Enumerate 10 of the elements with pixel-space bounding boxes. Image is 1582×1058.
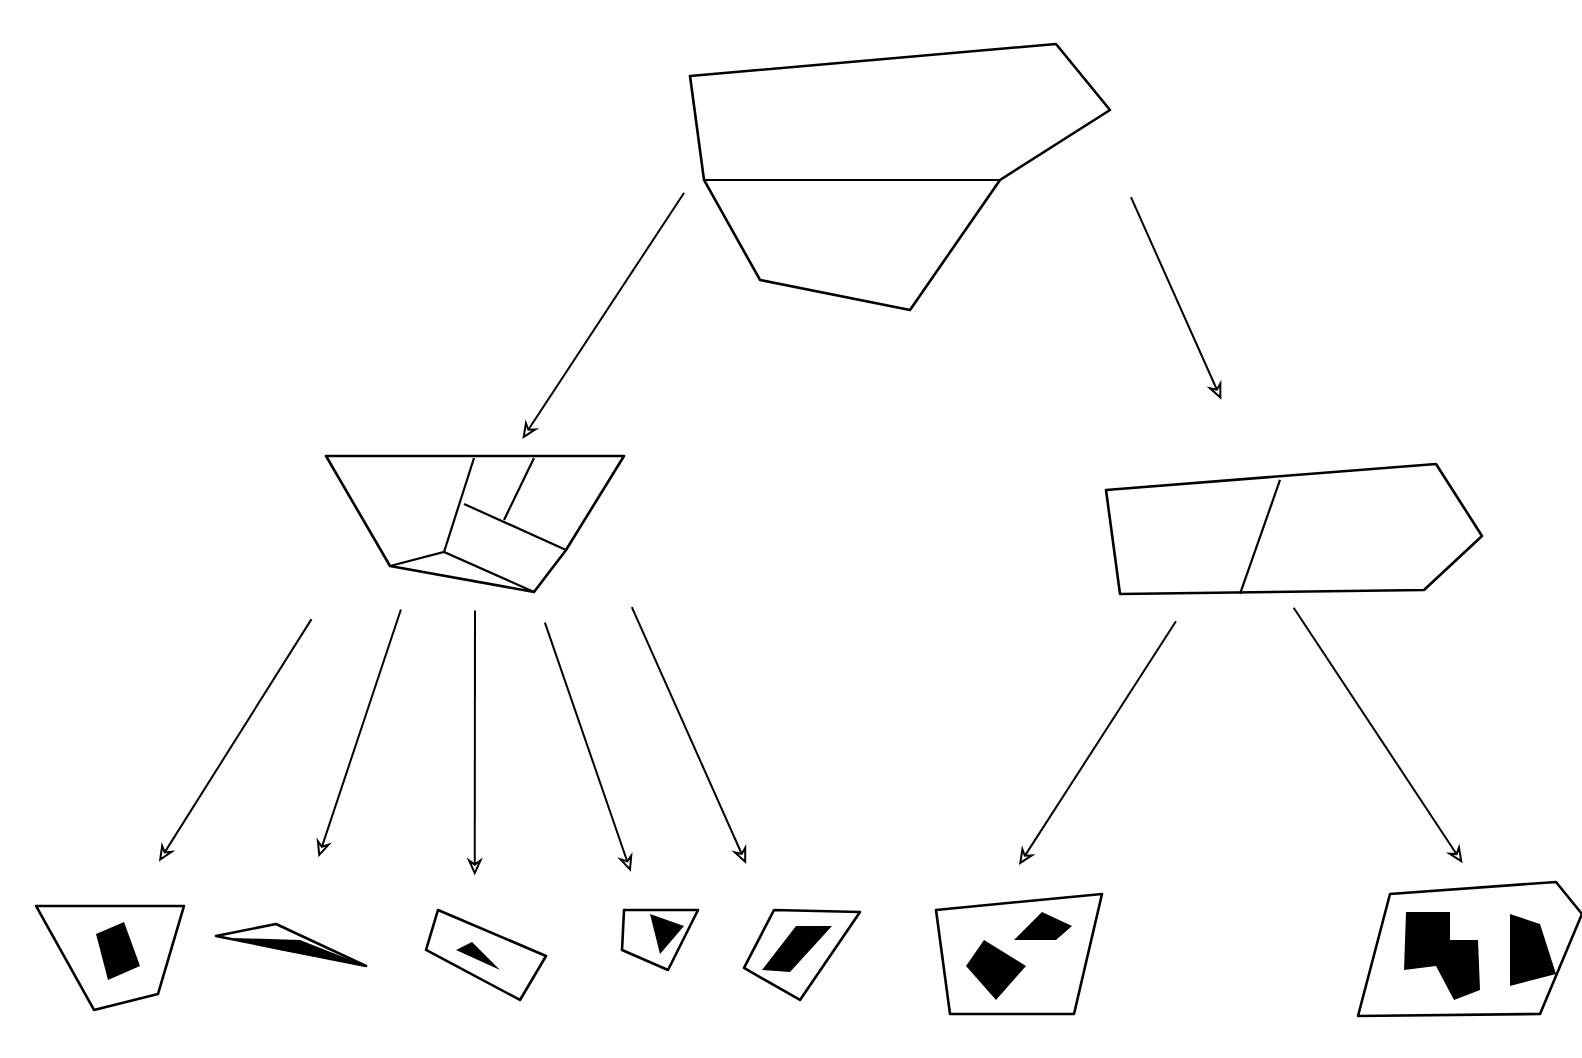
polygon-drawing — [742, 908, 862, 1002]
polygon-drawing — [1356, 880, 1582, 1018]
polygon-drawing — [34, 904, 186, 1012]
polygon-drawing — [324, 454, 626, 594]
polygon-drawing — [214, 922, 368, 968]
polygon-drawing — [934, 892, 1104, 1016]
polygon-drawing — [688, 42, 1112, 312]
polygon-drawing — [1104, 462, 1484, 596]
polygon-drawing — [620, 908, 700, 972]
polygon-drawing — [424, 908, 548, 1002]
